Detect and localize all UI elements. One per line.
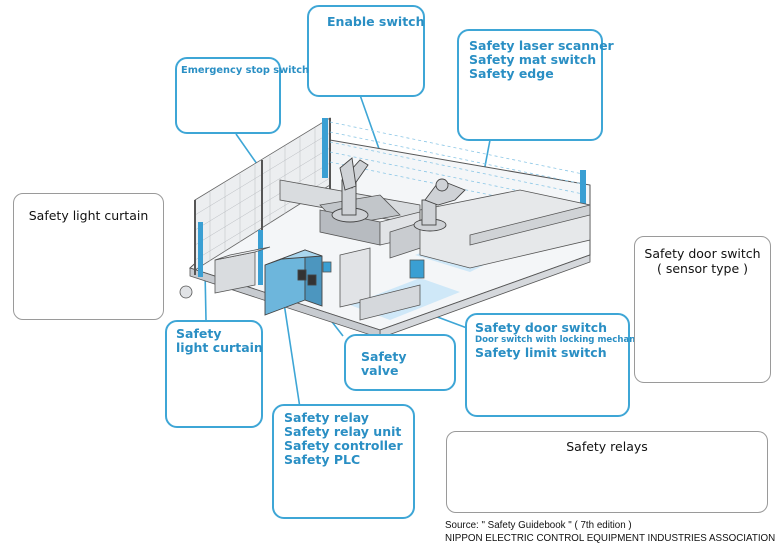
- relay-group-line-1: Safety relay: [284, 410, 369, 425]
- safety-fence: [194, 117, 331, 275]
- safety-valve-line-1: Safety: [361, 349, 407, 364]
- enable-switch-label: Enable switch: [327, 14, 425, 29]
- light-curtain-line-1: Safety: [176, 326, 222, 341]
- left-curtain-post: [198, 222, 203, 277]
- box-safety-relays: Safety relays: [446, 431, 768, 513]
- source-line-2: NIPPON ELECTRIC CONTROL EQUIPMENT INDUST…: [445, 533, 776, 544]
- safety-valve-line-2: valve: [361, 363, 399, 378]
- door-switch-sensor-line-2: ( sensor type ): [656, 261, 749, 276]
- light-curtain-labels: Safety light curtain: [176, 327, 263, 355]
- box-door-switch-sensor: Safety door switch ( sensor type ): [634, 236, 771, 383]
- callout-relay-group: Safety relay Safety relay unit Safety co…: [272, 404, 415, 519]
- right-curtain-post: [580, 170, 586, 230]
- door-switch-sensor-line-1: Safety door switch: [644, 246, 761, 261]
- light-curtain-beams: [329, 121, 584, 215]
- emergency-stop-label: Emergency stop switch: [181, 65, 309, 76]
- box-safety-light-curtain: Safety light curtain: [13, 193, 164, 320]
- left-curtain-post-2: [258, 230, 263, 285]
- callout-enable-switch: Enable switch: [307, 5, 425, 97]
- door-switch-line-1: Safety door switch: [475, 320, 608, 335]
- door-switch-line-3: Safety limit switch: [475, 345, 607, 360]
- callout-door-switch: Safety door switch Door switch with lock…: [465, 313, 652, 417]
- door-switch-labels: Safety door switch Door switch with lock…: [475, 321, 652, 360]
- callout-emergency-stop: Emergency stop switch: [175, 57, 309, 134]
- laser-scanner-line-2: Safety mat switch: [469, 52, 597, 67]
- safety-light-curtain-title: Safety light curtain: [28, 208, 149, 223]
- source-line-1: Source: " Safety Guidebook " ( 7th editi…: [445, 520, 632, 531]
- callout-laser-scanner: Safety laser scanner Safety mat switch S…: [457, 29, 614, 141]
- safety-relays-title: Safety relays: [566, 439, 648, 454]
- door-switch-line-2: Door switch with locking mechanism: [475, 335, 653, 345]
- top-curtain-post: [322, 118, 328, 178]
- robot-arms: [331, 157, 466, 232]
- control-cabinet: [264, 249, 323, 316]
- laser-scanner-labels: Safety laser scanner Safety mat switch S…: [469, 39, 614, 81]
- light-curtain-line-2: light curtain: [176, 340, 263, 355]
- relay-group-labels: Safety relay Safety relay unit Safety co…: [284, 411, 403, 467]
- source-citation: Source: " Safety Guidebook " ( 7th editi…: [445, 519, 775, 545]
- safety-valve-labels: Safety valve: [361, 350, 406, 378]
- laser-scanner-line-1: Safety laser scanner: [469, 38, 614, 53]
- callout-safety-valve: Safety valve: [344, 334, 456, 391]
- callout-light-curtain: Safety light curtain: [165, 320, 263, 428]
- door-switch-sensor-labels: Safety door switch ( sensor type ): [635, 246, 770, 276]
- relay-group-line-4: Safety PLC: [284, 452, 361, 467]
- laser-scanner-line-3: Safety edge: [469, 66, 554, 81]
- side-equipment: [179, 246, 425, 321]
- relay-group-line-2: Safety relay unit: [284, 424, 402, 439]
- relay-group-line-3: Safety controller: [284, 438, 403, 453]
